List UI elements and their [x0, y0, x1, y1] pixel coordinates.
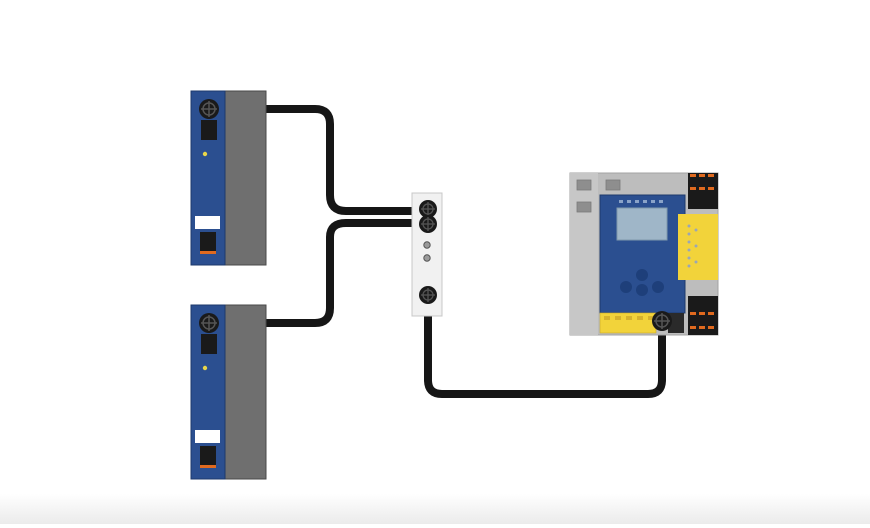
terminal-strip-orange [200, 251, 216, 254]
round-m12-connector-icon [652, 311, 672, 331]
pin-header [201, 334, 217, 354]
navigation-buttons [620, 269, 664, 296]
ethernet-port-icon [576, 179, 592, 191]
bottom-shadow [0, 494, 870, 524]
ethernet-port-icon [605, 179, 621, 191]
cable-top-module-to-splitter [205, 105, 431, 215]
cables [205, 105, 666, 398]
round-m12-connector-icon [419, 286, 437, 304]
terminal-block-icon [688, 296, 718, 335]
pin-header [201, 120, 217, 140]
button-center [636, 284, 648, 296]
label-plate [195, 430, 220, 443]
status-led-icon [202, 365, 208, 371]
cable-splitter-to-controller [424, 292, 666, 398]
round-m12-connector-icon [199, 313, 219, 333]
safety-sensor-module-top [190, 90, 267, 266]
cable-bottom-module-to-splitter [205, 219, 431, 327]
button-right [652, 281, 664, 293]
label-dots [687, 224, 698, 268]
round-m12-connector-icon [419, 215, 437, 233]
safety-sensor-module-bottom [190, 304, 267, 480]
safety-controller [569, 172, 719, 336]
round-m12-connector-icon [199, 99, 219, 119]
y-splitter [411, 192, 443, 317]
status-led-icon [423, 241, 431, 249]
terminal-strip-orange [200, 465, 216, 468]
terminal-block-icon [200, 446, 216, 466]
status-led-icon [423, 254, 431, 262]
controller-side-rail [570, 173, 598, 335]
label-plate [195, 216, 220, 229]
terminal-block-icon [688, 173, 718, 209]
display-screen [616, 207, 668, 241]
terminal-block-icon [200, 232, 216, 252]
indicator-leds [619, 200, 663, 203]
terminal-block-icon [668, 313, 684, 333]
yellow-terminal-strip [599, 312, 657, 334]
button-up [636, 269, 648, 281]
ethernet-port-icon [576, 201, 592, 213]
button-left [620, 281, 632, 293]
round-m12-connector-icon [419, 200, 437, 218]
yellow-label-panel [678, 214, 718, 280]
status-led-icon [202, 151, 208, 157]
